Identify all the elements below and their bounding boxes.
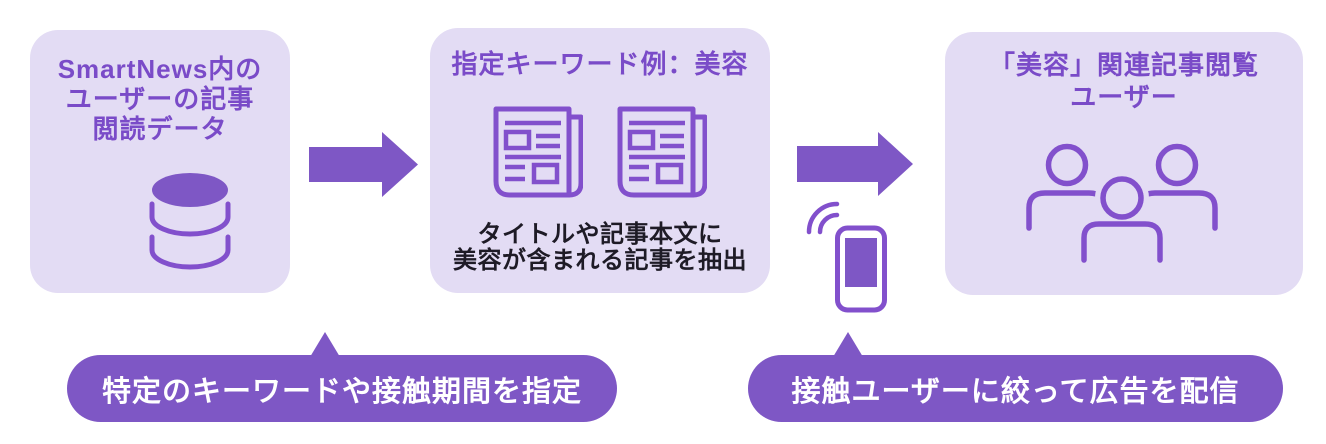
newspaper-icons-row bbox=[430, 106, 770, 199]
users-icon bbox=[1026, 143, 1218, 266]
source-data-box: SmartNews内の ユーザーの記事 閲読データ bbox=[30, 30, 290, 293]
newspaper-icon bbox=[493, 106, 583, 198]
keyword-caption-line: 美容が含まれる記事を抽出 bbox=[453, 247, 747, 274]
bubble-label: 特定のキーワードや接触期間を指定 bbox=[101, 375, 582, 408]
bubble-pointer bbox=[833, 332, 863, 357]
smartphone-signal-icon bbox=[806, 201, 887, 313]
audience-title-line: ユーザー bbox=[1070, 82, 1178, 112]
database-icon bbox=[149, 173, 231, 270]
keyword-box: 指定キーワード例：美容 bbox=[430, 28, 770, 293]
source-title-line: 閲読データ bbox=[92, 114, 228, 144]
keyword-caption-line: タイトルや記事本文に bbox=[477, 221, 723, 248]
audience-title-line: 「美容」関連記事閲覧 bbox=[988, 50, 1259, 80]
keyword-spec-bubble: 特定のキーワードや接触期間を指定 bbox=[67, 355, 617, 422]
ad-delivery-bubble: 接触ユーザーに絞って広告を配信 bbox=[748, 355, 1283, 422]
source-box-title: SmartNews内の ユーザーの記事 閲読データ bbox=[30, 54, 290, 144]
keyword-box-title: 指定キーワード例：美容 bbox=[451, 49, 749, 79]
bubble-pointer bbox=[310, 332, 340, 357]
newspaper-icon bbox=[617, 106, 707, 198]
bubble-label: 接触ユーザーに絞って広告を配信 bbox=[791, 375, 1240, 408]
audience-box-title: 「美容」関連記事閲覧 ユーザー bbox=[945, 49, 1303, 113]
source-title-line: SmartNews内の bbox=[57, 54, 263, 84]
arrow-right-icon bbox=[309, 132, 418, 197]
source-title-line: ユーザーの記事 bbox=[65, 84, 255, 114]
keyword-caption: タイトルや記事本文に 美容が含まれる記事を抽出 bbox=[430, 222, 770, 274]
arrow-right-icon bbox=[797, 132, 913, 196]
audience-box: 「美容」関連記事閲覧 ユーザー bbox=[945, 32, 1303, 295]
